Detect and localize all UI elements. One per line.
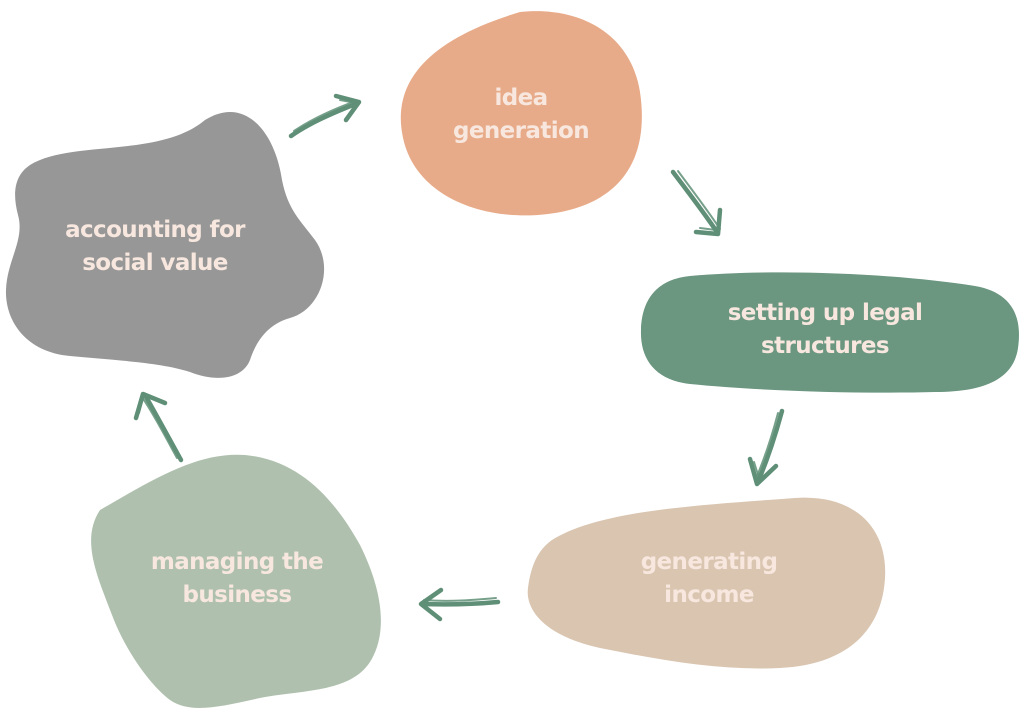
- managing-the-business-blob: [91, 454, 381, 708]
- managing-the-business-label-line-1: managing the: [150, 549, 324, 575]
- idea-generation-label-line-1: idea: [494, 85, 548, 111]
- setting-up-legal-structures-label: setting up legal structures: [728, 297, 923, 363]
- setting-up-legal-structures-label-line-2: structures: [760, 333, 890, 359]
- arrow-accounting-to-idea: [288, 93, 362, 139]
- arrow-legal-to-income: [747, 408, 785, 487]
- idea-generation-blob: [400, 11, 642, 216]
- generating-income-label-line-2: income: [664, 582, 754, 608]
- accounting-for-social-value-label: accounting for social value: [65, 214, 245, 280]
- managing-the-business-label-line-2: business: [182, 582, 293, 608]
- arrow-income-to-managing: [418, 587, 501, 622]
- arrow-idea-to-legal: [670, 169, 723, 237]
- arrow-managing-to-accounting: [133, 391, 184, 463]
- accounting-for-social-value-label-line-1: accounting for: [65, 217, 245, 243]
- idea-generation-label-line-2: generation: [453, 118, 590, 144]
- generating-income-blob: [527, 497, 886, 669]
- managing-the-business-label: managing the business: [150, 546, 324, 612]
- setting-up-legal-structures-blob: [640, 272, 1019, 393]
- setting-up-legal-structures-label-line-1: setting up legal: [727, 300, 923, 326]
- generating-income-label-line-1: generating: [640, 549, 778, 575]
- accounting-for-social-value-blob: [5, 111, 325, 378]
- generating-income-label: generating income: [641, 546, 778, 612]
- accounting-for-social-value-label-line-2: social value: [82, 250, 228, 276]
- idea-generation-label: idea generation: [453, 82, 590, 148]
